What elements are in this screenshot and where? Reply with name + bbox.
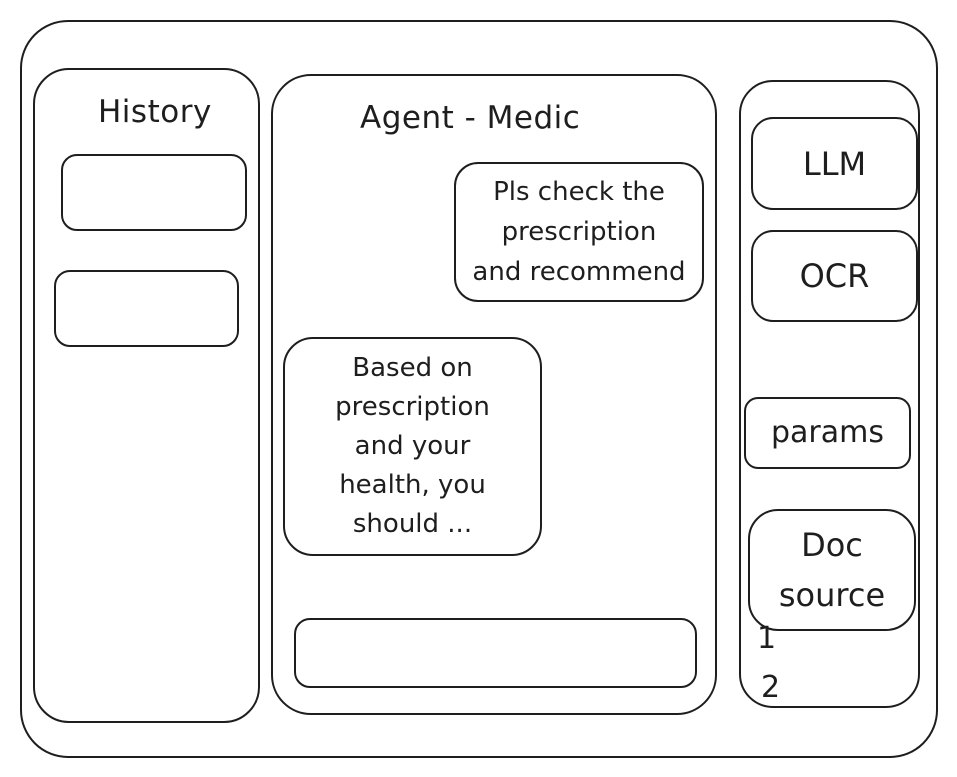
history-title: History: [98, 94, 212, 130]
history-item-2[interactable]: [54, 270, 239, 347]
doc-source-item-2[interactable]: 2: [761, 670, 781, 705]
chat-input[interactable]: [294, 618, 697, 688]
user-message-bubble: Pls check the prescription and recommend: [454, 162, 704, 302]
params-button[interactable]: params: [744, 397, 911, 469]
settings-panel: [739, 80, 920, 708]
history-panel: [33, 68, 260, 723]
doc-source-item-1[interactable]: 1: [757, 621, 777, 656]
doc-source-button[interactable]: Doc source: [748, 509, 916, 631]
llm-button[interactable]: LLM: [751, 117, 918, 210]
chat-panel: [271, 74, 717, 715]
agent-message-bubble: Based on prescription and your health, y…: [283, 337, 542, 556]
history-item-1[interactable]: [61, 154, 247, 231]
chat-title: Agent - Medic: [360, 100, 581, 136]
ocr-button[interactable]: OCR: [751, 230, 918, 322]
app-window: [20, 20, 938, 758]
